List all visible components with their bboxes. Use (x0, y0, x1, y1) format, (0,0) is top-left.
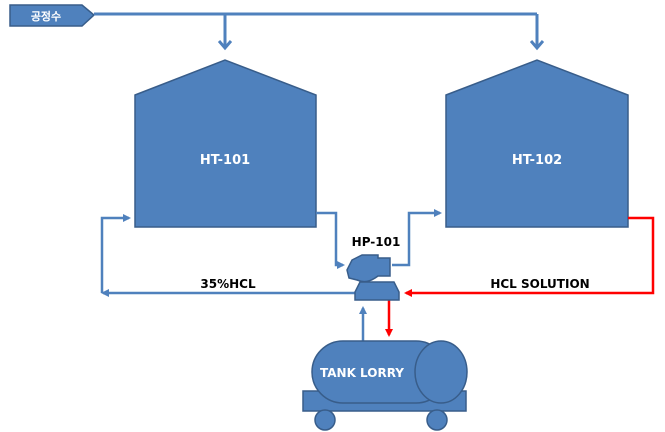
lorry-wheel-front (314, 409, 336, 431)
ht-101-to-pump-pipe (316, 211, 345, 269)
tank-lorry-label: TANK LORRY (320, 366, 404, 380)
pump-to-ht-102-pipe (392, 209, 442, 267)
source-label: 공정수 (31, 9, 61, 23)
tank-ht-101: HT-101 (134, 59, 317, 228)
lorry-wheel-rear (426, 409, 448, 431)
process-water-source: 공정수 (9, 4, 96, 27)
tank-ht-102-label: HT-102 (512, 153, 562, 168)
tank-ht-102: HT-102 (445, 59, 629, 228)
solution-line-label: HCL SOLUTION (490, 277, 589, 291)
tank-ht-101-label: HT-101 (200, 153, 250, 168)
return-line-label: 35%HCL (200, 277, 256, 291)
hcl-solution-pipe (404, 216, 655, 297)
tank-lorry: TANK LORRY (302, 340, 468, 431)
pump-label: HP-101 (352, 235, 401, 249)
process-water-header-pipe (94, 12, 537, 48)
pump-hp-101 (346, 254, 400, 301)
return-35hcl-pipe (100, 214, 360, 297)
